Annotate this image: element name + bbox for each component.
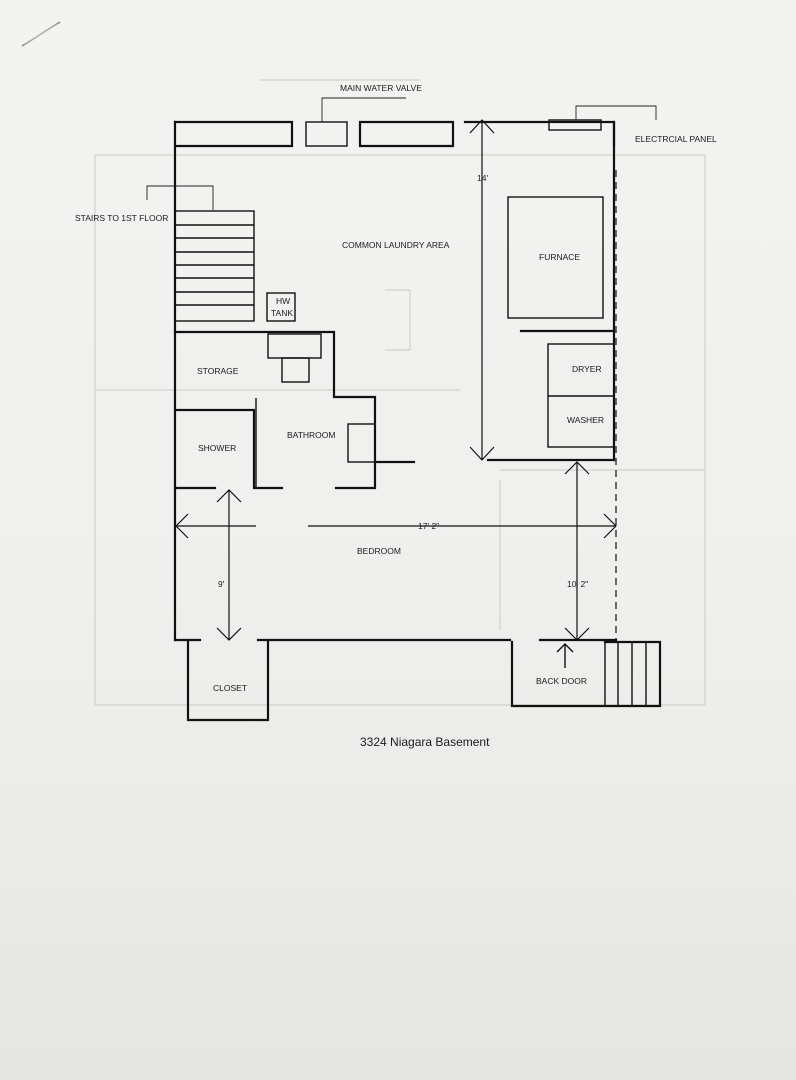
furnace-label: FURNACE	[539, 252, 580, 262]
stairs	[146, 185, 334, 334]
dimension-10-2-label: 10' 2"	[567, 579, 588, 589]
bathroom-label: BATHROOM	[287, 430, 335, 440]
common-laundry-label: COMMON LAUNDRY AREA	[342, 240, 450, 250]
dimension-14-label: 14'	[477, 173, 488, 183]
stairs-label: STAIRS TO 1ST FLOOR	[75, 213, 168, 223]
closet-walls	[186, 640, 270, 722]
bleed-through-ghost	[94, 79, 706, 706]
dimension-17-2-label: 17' 2"	[418, 521, 439, 531]
hw-tank-box	[266, 292, 296, 322]
dryer-label: DRYER	[572, 364, 602, 374]
furnace-room	[486, 196, 616, 462]
main-water-valve-label: MAIN WATER VALVE	[340, 83, 422, 93]
main-water-valve-box	[305, 97, 406, 147]
bathroom-walls	[173, 330, 416, 490]
dimension-14-arrow	[469, 119, 495, 461]
dimension-9-label: 9'	[218, 579, 225, 589]
exterior-walls	[173, 120, 618, 642]
staple-mark	[21, 21, 61, 47]
closet-label: CLOSET	[213, 683, 247, 693]
back-door-label: BACK DOOR	[536, 676, 587, 686]
dimension-17-2-arrow	[175, 513, 617, 539]
dimension-9-arrow	[216, 489, 242, 641]
hw-tank-label-1: HW	[276, 296, 290, 306]
electrical-panel-label: ELECTRCIAL PANEL	[635, 134, 717, 144]
storage-label: STORAGE	[197, 366, 239, 376]
electrical-panel-box	[548, 105, 657, 131]
plan-caption: 3324 Niagara Basement	[360, 735, 490, 749]
dimension-10-2-arrow	[564, 461, 590, 641]
back-door-walls	[510, 640, 662, 708]
washer-label: WASHER	[567, 415, 604, 425]
hw-tank-label-2: TANK	[271, 308, 293, 318]
shower-label: SHOWER	[198, 443, 236, 453]
bedroom-label: BEDROOM	[357, 546, 401, 556]
